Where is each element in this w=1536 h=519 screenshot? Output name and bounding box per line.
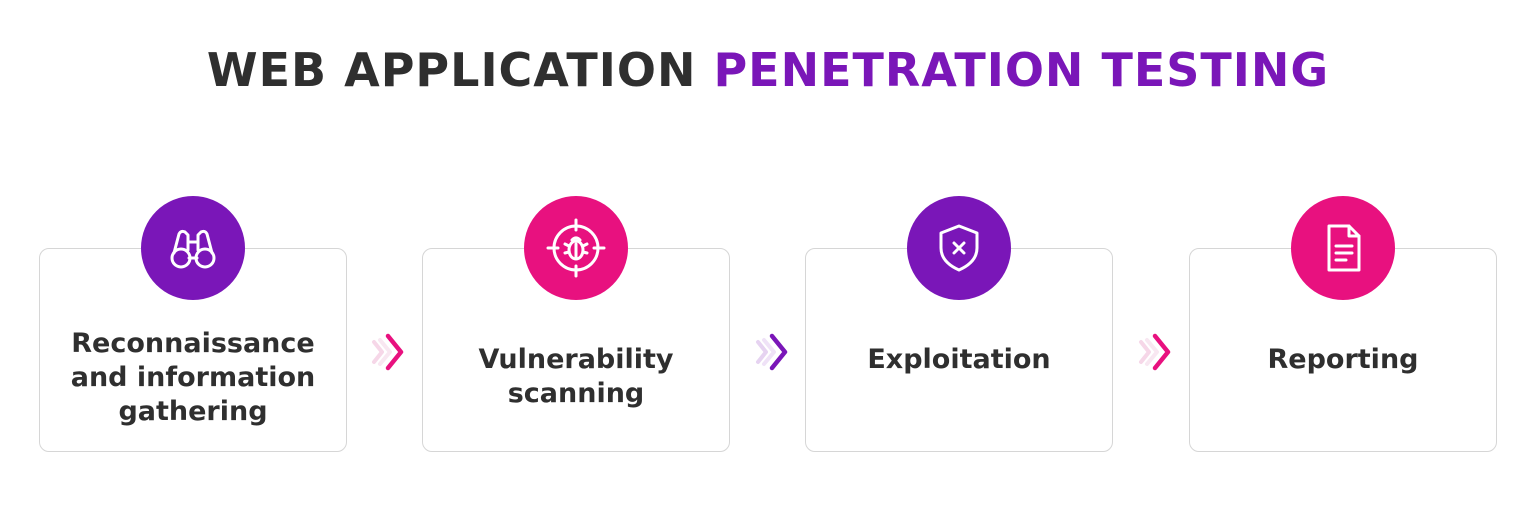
step-label: Vulnerability scanning — [478, 344, 674, 409]
binoculars-icon — [141, 196, 245, 300]
bug-target-icon — [524, 196, 628, 300]
title-part-2: PENETRATION TESTING — [713, 43, 1330, 97]
step-label: Exploitation — [867, 344, 1051, 375]
chevron-right-icon — [1139, 333, 1171, 371]
shield-x-icon — [907, 196, 1011, 300]
title-part-1: WEB APPLICATION — [206, 43, 714, 97]
document-icon — [1291, 196, 1395, 300]
page-title: WEB APPLICATION PENETRATION TESTING — [0, 38, 1536, 102]
chevron-right-icon — [756, 333, 788, 371]
step-label: Reporting — [1267, 344, 1419, 375]
step-label: Reconnaissance and information gathering — [70, 328, 316, 427]
chevron-right-icon — [372, 333, 404, 371]
